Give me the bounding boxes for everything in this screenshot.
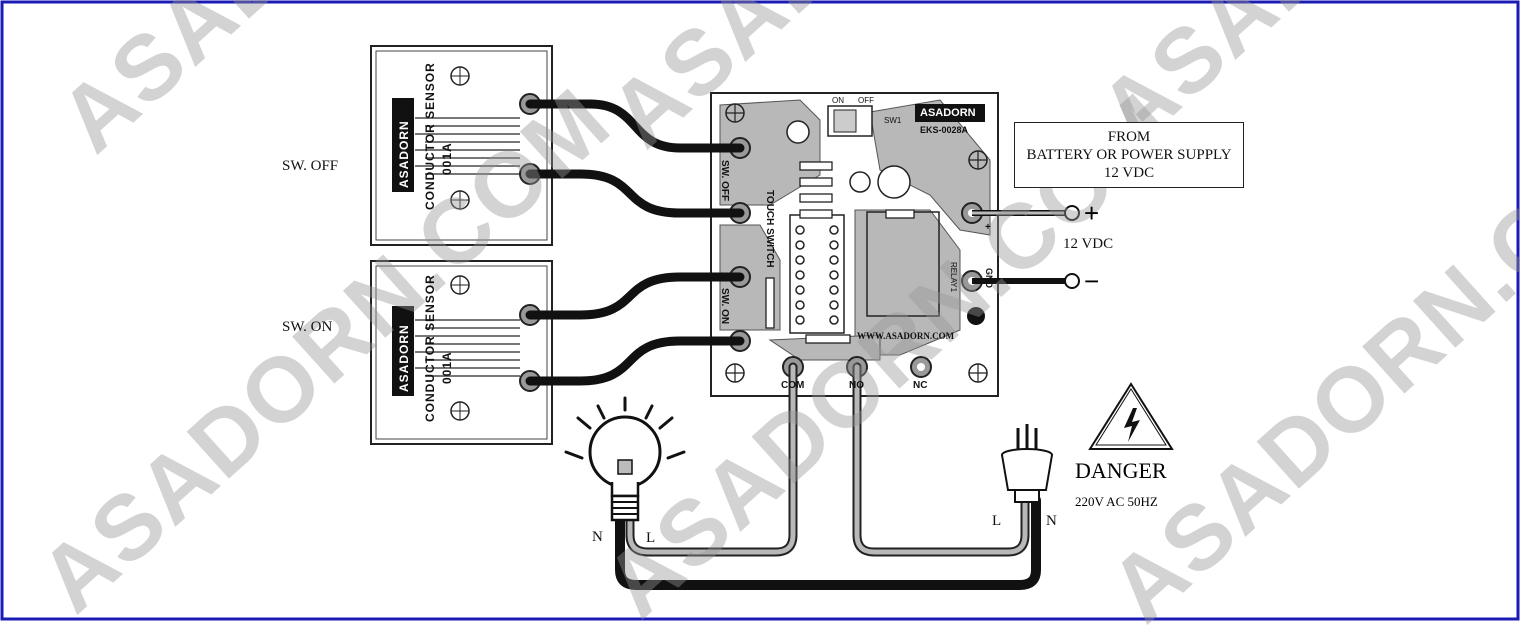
page-border — [0, 0, 1520, 621]
power-note-line1: FROM — [1107, 129, 1151, 145]
sensor-brand: ASADORN — [397, 324, 411, 392]
lamp-line-label: L — [646, 530, 656, 546]
lamp-neutral-label: N — [592, 529, 603, 545]
minus-terminal-label: − — [1084, 266, 1100, 296]
sensor-code: 001A — [440, 351, 454, 384]
pcb-nc-pad: NC — [913, 380, 928, 391]
pcb-plus-pad: + — [985, 222, 991, 233]
power-note-line2: BATTERY OR POWER SUPPLY — [1026, 147, 1232, 163]
pcb-no-pad: NO — [849, 380, 864, 391]
sensor-code: 001A — [440, 142, 454, 175]
power-plug-icon — [1001, 424, 1053, 503]
light-bulb-icon — [564, 396, 686, 522]
warning-triangle-icon — [1088, 382, 1174, 450]
pcb-com-pad: COM — [781, 380, 805, 391]
pcb-off: OFF — [858, 96, 874, 105]
danger-label: DANGER — [1075, 458, 1167, 483]
pcb-relay: RELAY1 — [949, 262, 958, 293]
sensor-brand: ASADORN — [397, 120, 411, 188]
plug-line-label: L — [992, 513, 1002, 529]
sensor-board-on — [370, 260, 553, 445]
pcb-sw-off-pad: SW. OFF — [719, 160, 730, 202]
pcb-code: EKS-0028A — [920, 125, 969, 135]
pcb-brand: ASADORN — [920, 107, 976, 119]
sw-off-label: SW. OFF — [282, 158, 339, 174]
pcb-on: ON — [832, 96, 844, 105]
pcb-sw-on-pad: SW. ON — [719, 288, 730, 325]
sw-on-label: SW. ON — [282, 319, 333, 335]
sensor-board-off — [370, 45, 553, 246]
mains-label: 220V AC 50HZ — [1075, 494, 1158, 509]
sensor-title: CONDUCTOR SENSOR — [423, 274, 437, 422]
pcb-gnd-pad: GND — [984, 268, 994, 288]
ac-wires — [615, 362, 1041, 590]
pcb-sw1: SW1 — [884, 116, 902, 125]
vdc-label: 12 VDC — [1063, 236, 1114, 252]
sensor-wires — [525, 99, 745, 386]
pcb-url: WWW.ASADORN.COM — [857, 331, 955, 341]
sensor-title: CONDUCTOR SENSOR — [423, 62, 437, 210]
pcb-name: TOUCH SWITCH — [764, 190, 775, 268]
plus-terminal-label: + — [1084, 198, 1100, 228]
dc-wires — [972, 205, 1080, 289]
plug-neutral-label: N — [1046, 513, 1057, 529]
power-source-note: FROM BATTERY OR POWER SUPPLY 12 VDC — [1014, 122, 1244, 188]
power-note-line3: 12 VDC — [1103, 165, 1155, 181]
diagram-canvas — [0, 0, 1520, 621]
pcb-board — [710, 92, 999, 397]
